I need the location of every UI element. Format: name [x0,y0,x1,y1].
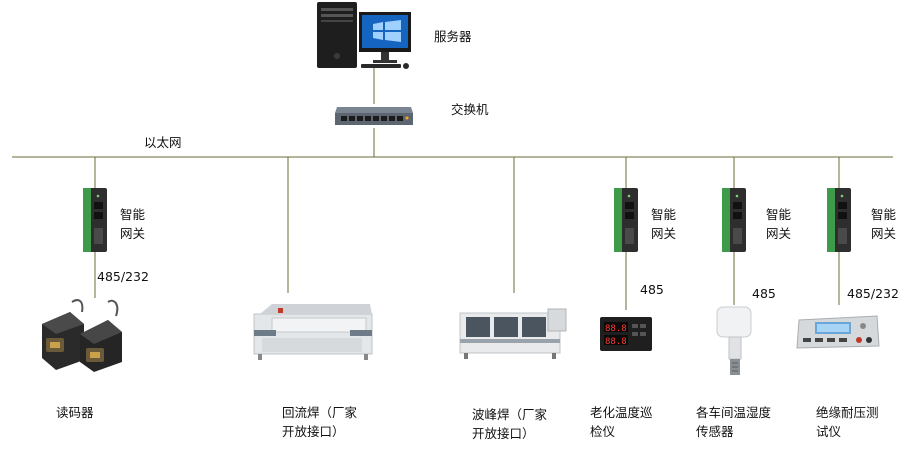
barcode-reader-device [34,298,126,372]
barcode-reader-icon [42,299,122,372]
smart-gateway-4 [613,188,639,252]
link-label-5: 485 [752,286,776,301]
humidity-sensor-icon [716,306,752,375]
device-label-inspector: 老化温度巡检仪 [590,405,653,439]
svg-text:88.8: 88.8 [605,337,627,347]
gateway-label-line2: 网关 [871,226,897,241]
smart-gateway-1 [82,188,108,252]
switch-label: 交换机 [451,102,489,117]
device-label-reflow: 回流焊（厂家开放接口） [282,405,358,439]
gateway-4-label: 智能 网关 [651,205,676,243]
wave-solder-machine-icon [459,308,567,359]
humidity-sensor-device [713,305,757,377]
temperature-inspector-device: 88.8 88.8 [599,316,653,352]
wave-solder-device [458,305,568,361]
smart-gateway-6 [826,188,852,252]
link-label-1: 485/232 [97,269,149,284]
gateway-icon [827,188,851,252]
gateway-label-line1: 智能 [120,207,146,222]
reflow-oven-icon [253,304,373,360]
server-computer [315,0,415,72]
ethernet-label: 以太网 [144,135,182,150]
gateway-icon [614,188,638,252]
desktop-computer-icon [317,2,411,69]
server-label: 服务器 [434,29,472,44]
gateway-label-line2: 网关 [766,226,792,241]
gateway-label-line1: 智能 [766,207,792,222]
gateway-label-line2: 网关 [651,226,677,241]
device-label-reader: 读码器 [56,405,94,420]
gateway-label-line1: 智能 [651,207,677,222]
network-switch-icon [335,107,413,125]
gateway-icon [722,188,746,252]
device-label-tester: 绝缘耐压测试仪 [816,405,879,439]
gateway-6-label: 智能 网关 [871,205,896,243]
gateway-label-line1: 智能 [871,207,897,222]
smart-gateway-5 [721,188,747,252]
withstand-voltage-tester-icon [796,315,880,349]
reflow-oven-device [252,300,374,362]
svg-text:88.8: 88.8 [605,324,627,334]
gateway-5-label: 智能 网关 [766,205,791,243]
device-label-sensor: 各车间温湿度传感器 [696,405,772,439]
link-label-6: 485/232 [847,286,899,301]
link-label-4: 485 [640,282,664,297]
device-label-wave: 波峰焊（厂家开放接口） [472,407,548,441]
network-switch [333,103,415,129]
withstand-voltage-tester-device [795,312,881,352]
temperature-inspector-icon: 88.8 88.8 [600,317,652,351]
gateway-icon [83,188,107,252]
gateway-1-label: 智能 网关 [120,205,145,243]
gateway-label-line2: 网关 [120,226,146,241]
